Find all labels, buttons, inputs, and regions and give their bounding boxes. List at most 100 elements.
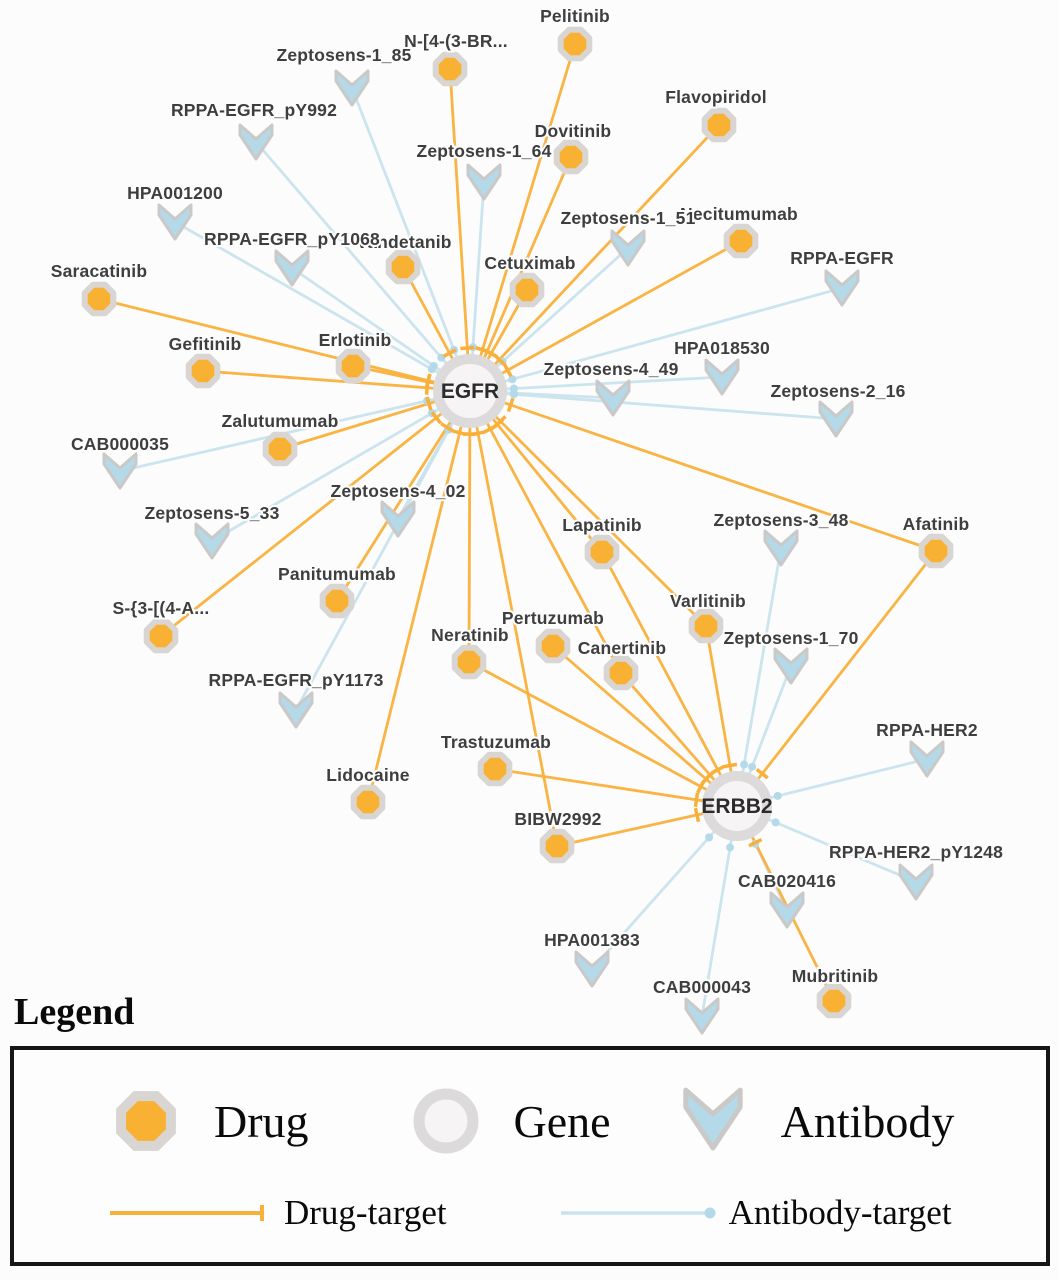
- legend-box: Drug Gene Antibody Drug-ta: [10, 1046, 1050, 1266]
- drug-target-edge: [735, 550, 938, 807]
- drug-edge-inhibit-tee: [460, 345, 475, 351]
- node-label: Pertuzumab: [502, 608, 604, 628]
- legend-drug-target-label: Drug-target: [284, 1192, 447, 1232]
- drug-node: [688, 608, 724, 644]
- antibody-edge-endpoint-dot: [509, 390, 518, 399]
- gene-node: [433, 354, 507, 428]
- antibody-target-edge: [119, 389, 471, 473]
- antibody-node: [595, 379, 631, 417]
- antibody-node: [274, 249, 310, 287]
- drug-node: [81, 281, 117, 317]
- node-label: Neratinib: [431, 625, 509, 645]
- drug-node: [335, 348, 371, 384]
- drug-icon: [116, 1091, 176, 1152]
- antibody-node: [334, 69, 370, 107]
- antibody-target-edge: [700, 805, 739, 1017]
- antibody-target-edge: [254, 141, 472, 392]
- node-label: RPPA-HER2: [876, 720, 978, 740]
- drug-target-edge-icon: [110, 1204, 264, 1221]
- antibody-target-edge: [350, 87, 472, 392]
- node-label: Zeptosens-2_16: [770, 381, 905, 401]
- node-label: Zeptosens-4_49: [543, 359, 678, 379]
- node-label: Trastuzumab: [441, 732, 551, 752]
- antibody-target-edge: [294, 390, 472, 711]
- antibody-edge-endpoint-dot: [429, 361, 438, 370]
- drug-edge-inhibit-tee: [442, 348, 457, 359]
- antibody-edge-endpoint-dot: [740, 760, 749, 769]
- antibody-edge-endpoint-dot: [773, 791, 782, 800]
- node-label: HPA001383: [544, 930, 640, 950]
- antibody-node: [818, 400, 854, 438]
- antibody-node: [574, 950, 610, 988]
- legend-drug-label: Drug: [214, 1095, 309, 1147]
- drug-target-edge: [160, 389, 471, 638]
- drug-node: [918, 533, 954, 569]
- antibody-node: [238, 123, 274, 161]
- node-label: RPPA-HER2_pY1248: [829, 842, 1003, 862]
- drug-node: [603, 655, 639, 691]
- drug-target-edge: [469, 390, 707, 627]
- node-label: CAB000043: [653, 977, 751, 997]
- antibody-node: [763, 529, 799, 567]
- antibody-node: [102, 452, 138, 490]
- drug-edge-inhibit-tee: [506, 397, 515, 413]
- antibody-edge-endpoint-dot: [726, 843, 735, 852]
- drug-node: [509, 272, 545, 308]
- drug-node: [701, 107, 737, 143]
- drug-node: [319, 583, 355, 619]
- node-label: Zeptosens-3_48: [713, 510, 848, 530]
- gene-node: [702, 771, 772, 841]
- node-label: Canertinib: [578, 638, 667, 658]
- drug-target-edge: [468, 124, 721, 392]
- drug-edge-inhibit-tee: [693, 807, 701, 823]
- drug-node: [185, 353, 221, 389]
- legend-antibody-target-label: Antibody-target: [728, 1192, 952, 1232]
- drug-edge-inhibit-tee: [700, 772, 712, 786]
- drug-target-edge: [98, 297, 471, 393]
- antibody-node: [194, 522, 230, 560]
- node-label: Zeptosens-1_85: [276, 45, 411, 65]
- node-label: HPA001200: [127, 183, 223, 203]
- antibody-node: [824, 269, 860, 307]
- drug-edge-inhibit-tee: [425, 396, 433, 411]
- network-svg: EGFRERBB2PelitinibN-[4-(3-BR...Flavopiri…: [49, 4, 1005, 1035]
- legend-item-antibody: Antibody: [671, 1079, 955, 1163]
- legend-edge-row: Drug-target Antibody-target: [14, 1193, 1046, 1233]
- antibody-edge-endpoint-dot: [748, 762, 757, 771]
- node-label: Saracatinib: [51, 261, 148, 281]
- antibody-node: [610, 229, 646, 267]
- drug-node: [262, 431, 298, 467]
- antibody-target-edge-icon: [560, 1207, 716, 1219]
- drug-edge-inhibit-tee: [424, 374, 432, 390]
- node-label: BIBW2992: [514, 809, 601, 829]
- drug-node: [816, 983, 852, 1019]
- node-label: RPPA-EGFR_pY1173: [208, 670, 383, 690]
- antibody-target-edge: [469, 286, 843, 393]
- legend-antibody-label: Antibody: [780, 1095, 955, 1147]
- antibody-target-edge: [211, 389, 471, 543]
- drug-target-edge: [467, 390, 472, 663]
- drug-node: [477, 751, 513, 787]
- node-label: HPA018530: [674, 338, 770, 358]
- node-label: Varlitinib: [670, 591, 746, 611]
- node-label: Erlotinib: [319, 330, 392, 350]
- legend-item-gene: Gene: [404, 1079, 611, 1163]
- antibody-edge-endpoint-dot: [705, 833, 714, 842]
- legend-gene-label: Gene: [513, 1095, 611, 1147]
- antibody-node: [909, 740, 945, 778]
- node-label: N-[4-(3-BR...: [404, 31, 508, 51]
- antibody-icon: [682, 1087, 743, 1151]
- drug-edge-inhibit-tee: [693, 792, 700, 807]
- drug-target-edge: [469, 239, 742, 393]
- drug-target-edge: [468, 390, 559, 847]
- node-label: CAB000035: [71, 434, 169, 454]
- antibody-node: [773, 647, 809, 685]
- legend-item-antibody-target: Antibody-target: [557, 1193, 952, 1233]
- node-label: Zalutumumab: [222, 411, 339, 431]
- legend-title: Legend: [14, 991, 135, 1033]
- gene-label: ERBB2: [701, 795, 772, 818]
- antibody-node: [769, 891, 805, 929]
- antibody-target-edge: [174, 220, 471, 393]
- antibody-node: [684, 997, 720, 1035]
- drug-node: [553, 139, 589, 175]
